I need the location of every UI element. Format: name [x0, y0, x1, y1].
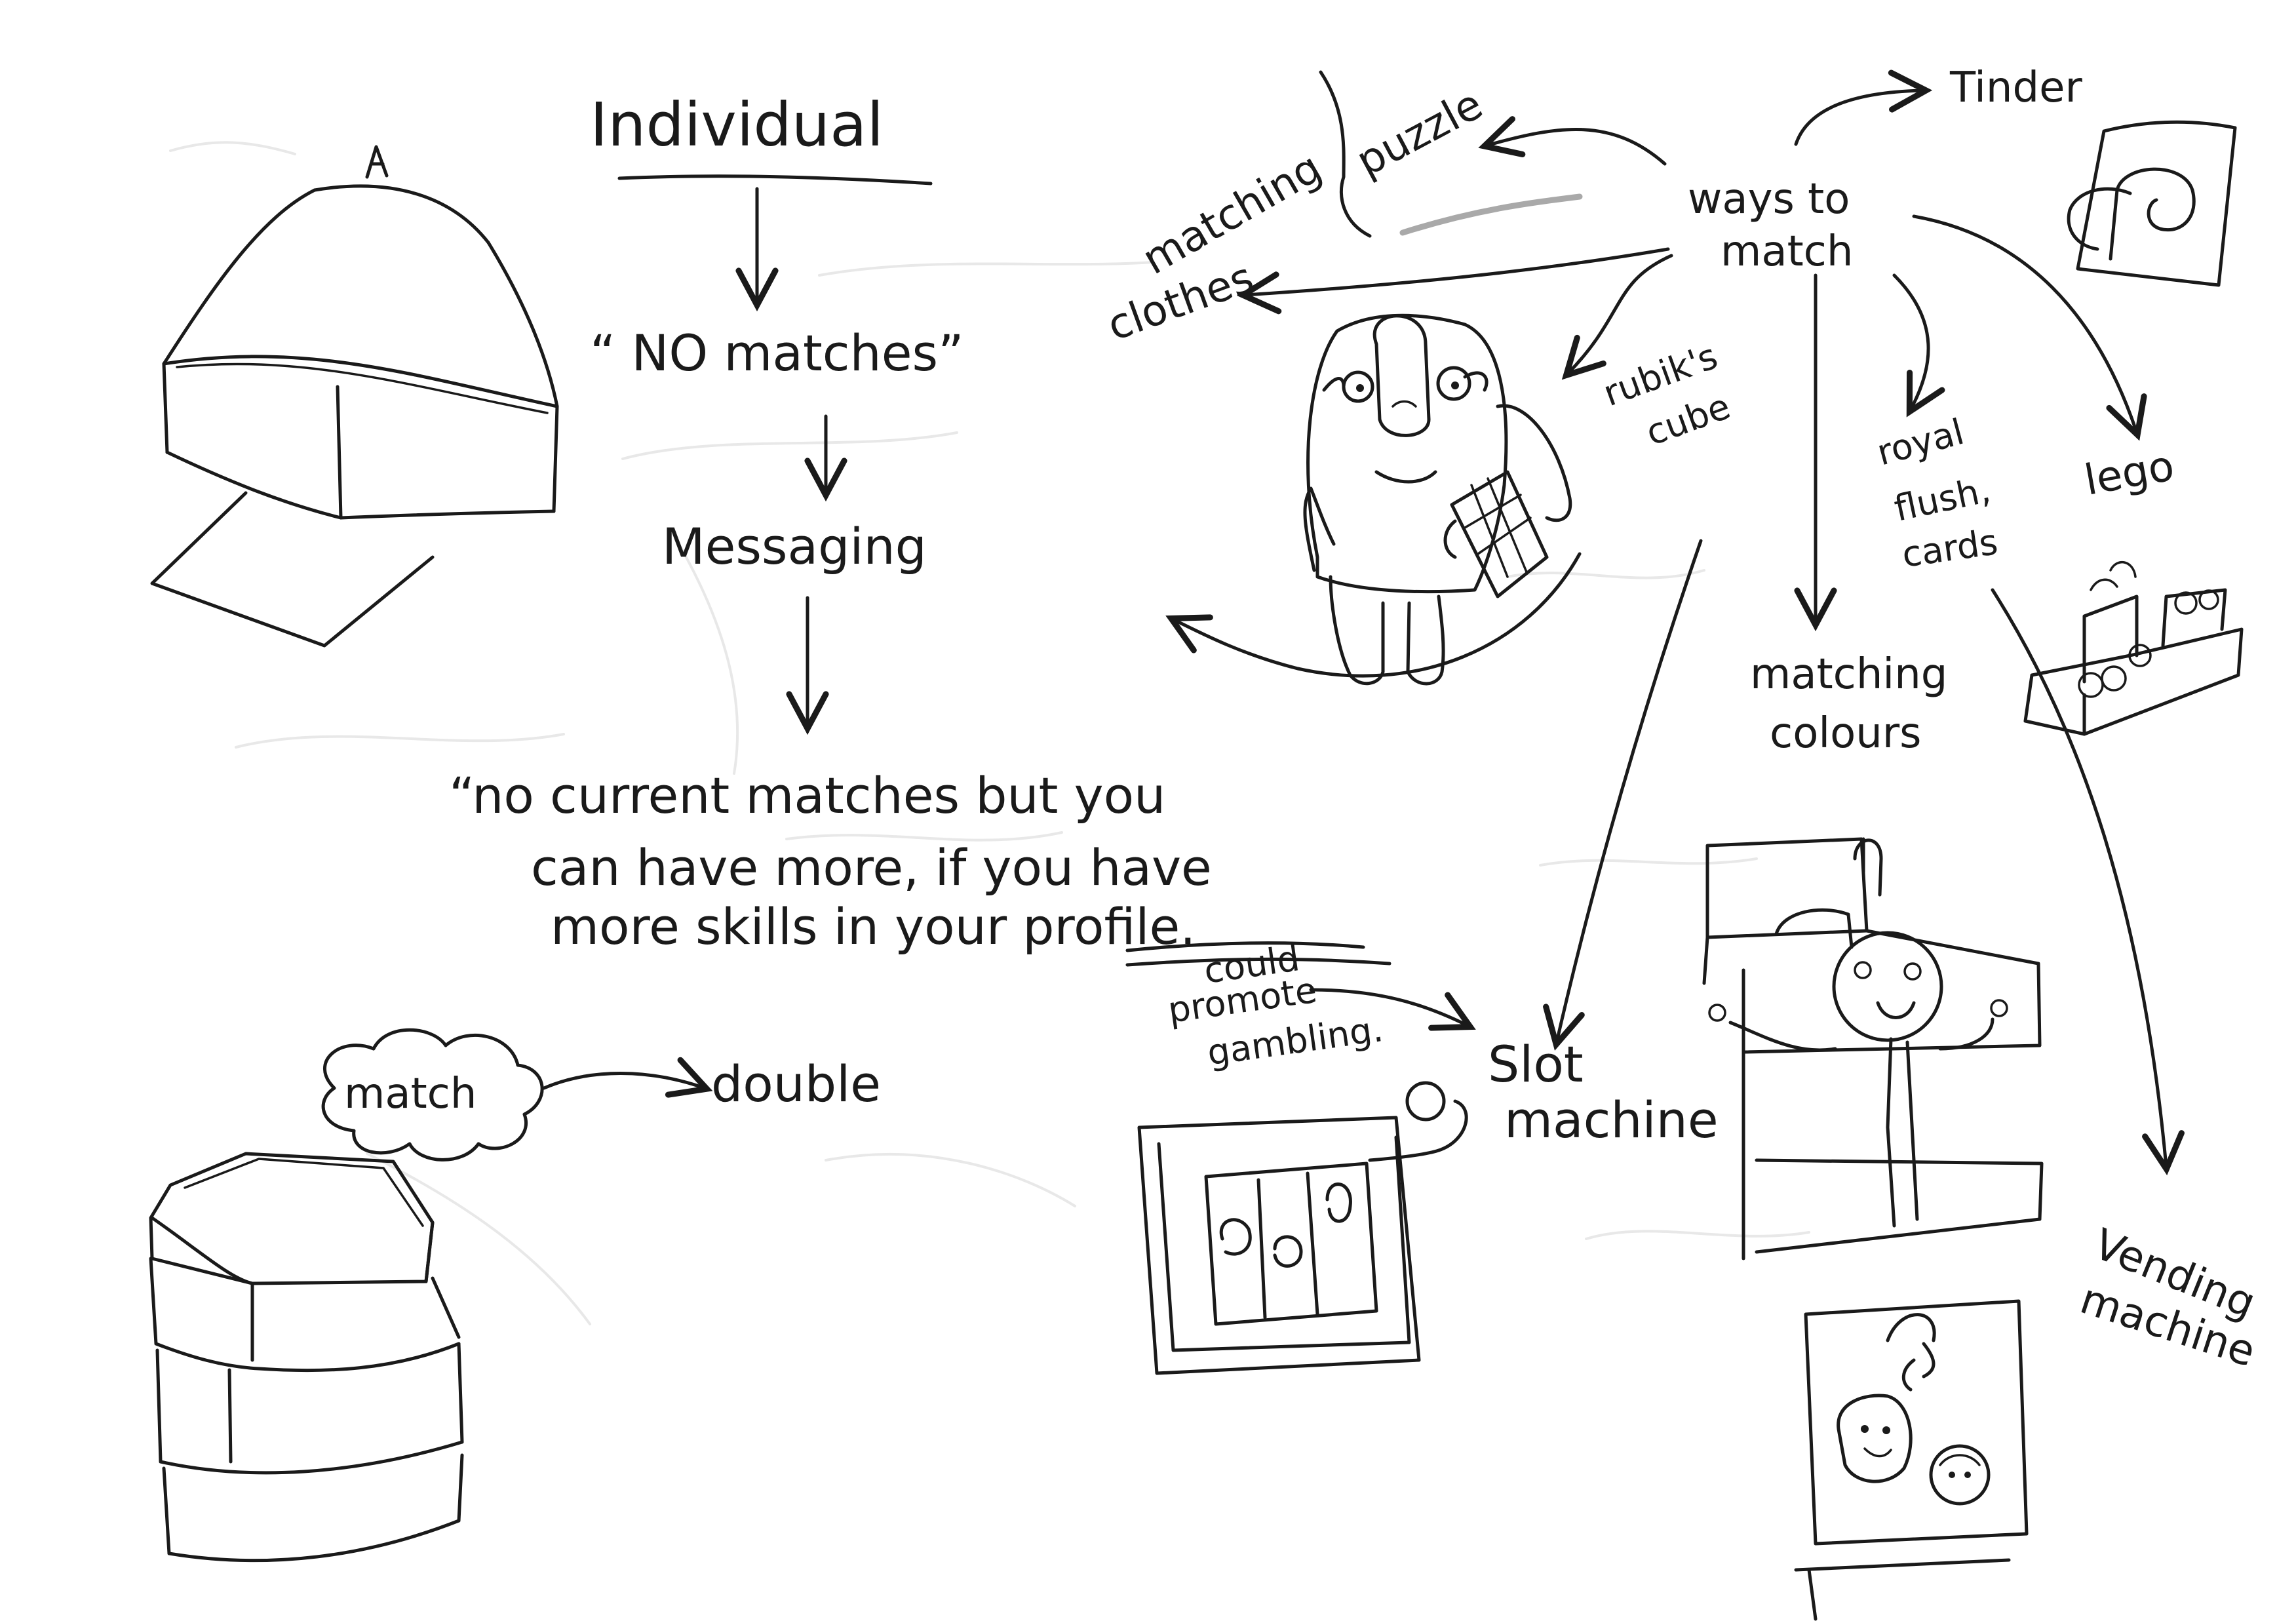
bracket	[1319, 70, 1372, 238]
single-block-sketch	[150, 145, 559, 648]
rubiks-character-sketch	[1165, 313, 1582, 686]
slot-2: machine	[1504, 1091, 1719, 1149]
individual-flow: Individual “ NO matches” Messaging “no c…	[449, 90, 1391, 967]
your-profile-underline	[1125, 941, 1365, 952]
no-matches-label: “ NO matches”	[590, 324, 963, 382]
arrow-to-clothes	[1236, 247, 1670, 315]
stacked-blocks-sketch	[149, 1152, 464, 1563]
arrow-to-rubiks	[1561, 254, 1673, 380]
matching-colours-tile-sketch	[1702, 837, 2044, 1260]
paper-show-through	[169, 141, 1810, 1325]
ways-to-match-hub: ways to match puzzle matching clothes ru…	[1101, 64, 2262, 1377]
double-label: double	[711, 1055, 881, 1113]
quote-line-1: “no current matches but you	[449, 766, 1165, 825]
arrow-to-slot	[1543, 539, 1703, 1051]
ways-line-2: match	[1721, 227, 1853, 276]
title-underline	[617, 174, 933, 186]
lego-bricks-sketch	[2023, 560, 2244, 736]
arrow-to-tinder	[1794, 69, 1933, 146]
messaging-label: Messaging	[662, 517, 927, 576]
tinder-card-icon	[2067, 120, 2237, 287]
ways-line-1: ways to	[1688, 175, 1850, 224]
slot-1: Slot	[1488, 1035, 1584, 1093]
royal-3: cards	[1899, 521, 2000, 576]
lego-label: lego	[2081, 442, 2178, 505]
arrow-to-puzzle	[1478, 116, 1667, 166]
tinder-label: Tinder	[1949, 64, 2082, 112]
colours-2: colours	[1770, 709, 1922, 758]
colours-1: matching	[1750, 650, 1947, 699]
smudge-mark	[1399, 193, 1583, 236]
match-cloud	[321, 1028, 544, 1162]
arrow-to-double	[542, 1057, 713, 1098]
quote-line-3: more skills in your profile.	[551, 897, 1196, 956]
arrow-to-royal-flush	[1892, 273, 1945, 418]
vending-machine-sketch	[1794, 1299, 2029, 1621]
match-label: match	[344, 1070, 477, 1118]
royal-1: royal	[1873, 411, 1968, 474]
puzzle-label: puzzle	[1349, 80, 1490, 186]
arrow-gambling-to-slot	[1309, 988, 1476, 1031]
flow-title: Individual	[590, 90, 884, 160]
slot-machine-sketch	[1137, 1081, 1468, 1375]
arrow-to-lego	[1912, 214, 2147, 441]
match-double-group: match double	[321, 1028, 881, 1162]
your-profile-underline-2	[1125, 957, 1391, 967]
quote-line-2: can have more, if you have	[531, 838, 1212, 897]
royal-2: flush,	[1891, 469, 1994, 529]
arrow-to-vending	[1991, 588, 2185, 1176]
